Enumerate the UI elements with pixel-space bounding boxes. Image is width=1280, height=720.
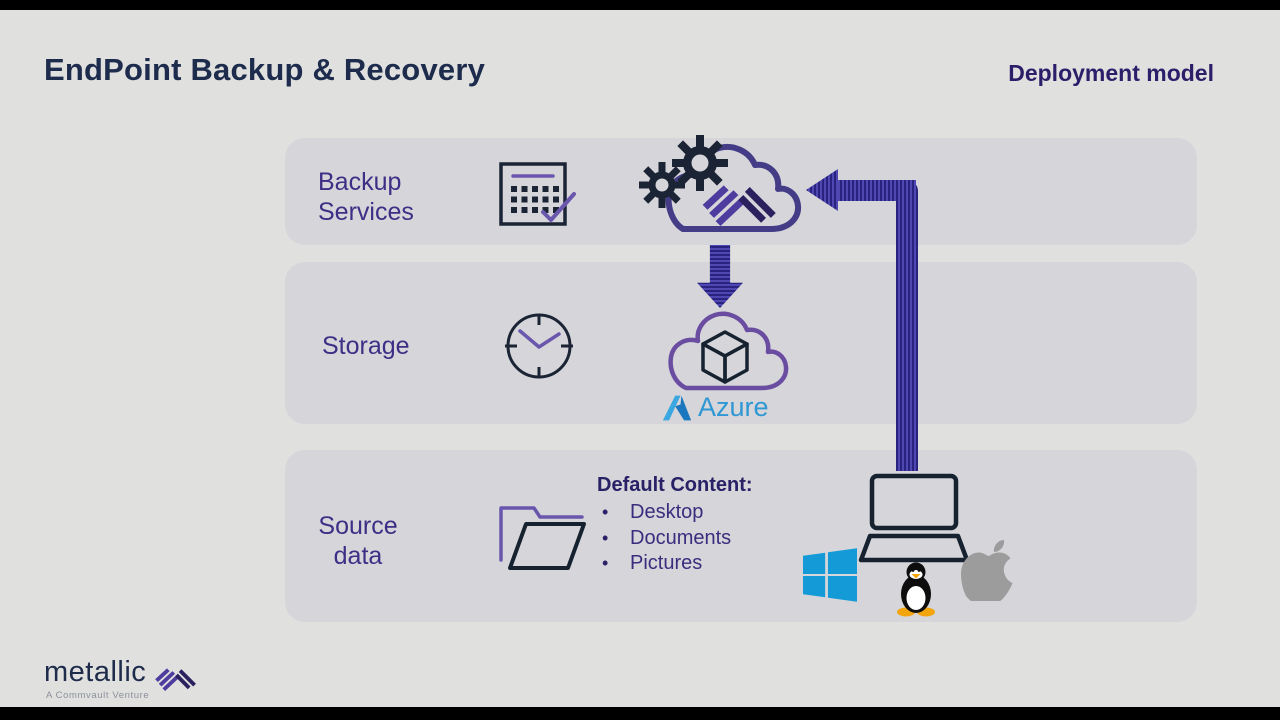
default-content-list: Desktop Documents Pictures bbox=[600, 500, 731, 577]
brand-wordmark: metallic bbox=[44, 656, 147, 688]
panel-storage bbox=[285, 262, 1197, 424]
laptop-icon bbox=[858, 473, 970, 563]
azure-cloud-cube-icon bbox=[668, 311, 789, 391]
list-item: Desktop bbox=[600, 500, 731, 526]
metallic-logo: metallic bbox=[44, 654, 198, 691]
gear-large-icon bbox=[672, 135, 728, 191]
arrow-endpoint-to-backup-vertical bbox=[896, 180, 918, 471]
folder-icon bbox=[499, 506, 586, 570]
letterbox-bottom bbox=[0, 707, 1280, 720]
apple-logo-icon bbox=[961, 540, 1013, 601]
cube-icon bbox=[701, 330, 749, 384]
default-content-heading: Default Content: bbox=[597, 474, 753, 496]
row-label-storage: Storage bbox=[322, 332, 410, 360]
deployment-model-label: Deployment model bbox=[1008, 60, 1214, 86]
row-label-source-data: Source data bbox=[318, 512, 398, 570]
calendar-check-icon bbox=[499, 162, 576, 226]
metallic-mark-icon bbox=[702, 185, 776, 226]
metallic-mark-icon bbox=[154, 662, 198, 691]
clock-icon bbox=[505, 313, 573, 379]
panel-source-data bbox=[285, 450, 1197, 622]
windows-logo-icon bbox=[803, 548, 857, 602]
azure-caption: Azure bbox=[662, 392, 769, 423]
azure-logo-icon bbox=[662, 395, 692, 420]
letterbox-top bbox=[0, 0, 1280, 10]
page-title: EndPoint Backup & Recovery bbox=[44, 52, 486, 87]
gears-cloud-icon bbox=[639, 135, 802, 232]
row-label-backup-services: Backup Services bbox=[318, 168, 414, 226]
list-item: Pictures bbox=[600, 551, 731, 577]
gear-small-icon bbox=[639, 162, 685, 208]
list-item: Documents bbox=[600, 526, 731, 552]
azure-label: Azure bbox=[698, 392, 769, 422]
arrow-endpoint-to-backup-horizontal bbox=[836, 180, 916, 201]
linux-tux-icon bbox=[897, 562, 935, 617]
brand-tagline: A Commvault Venture bbox=[46, 690, 150, 701]
